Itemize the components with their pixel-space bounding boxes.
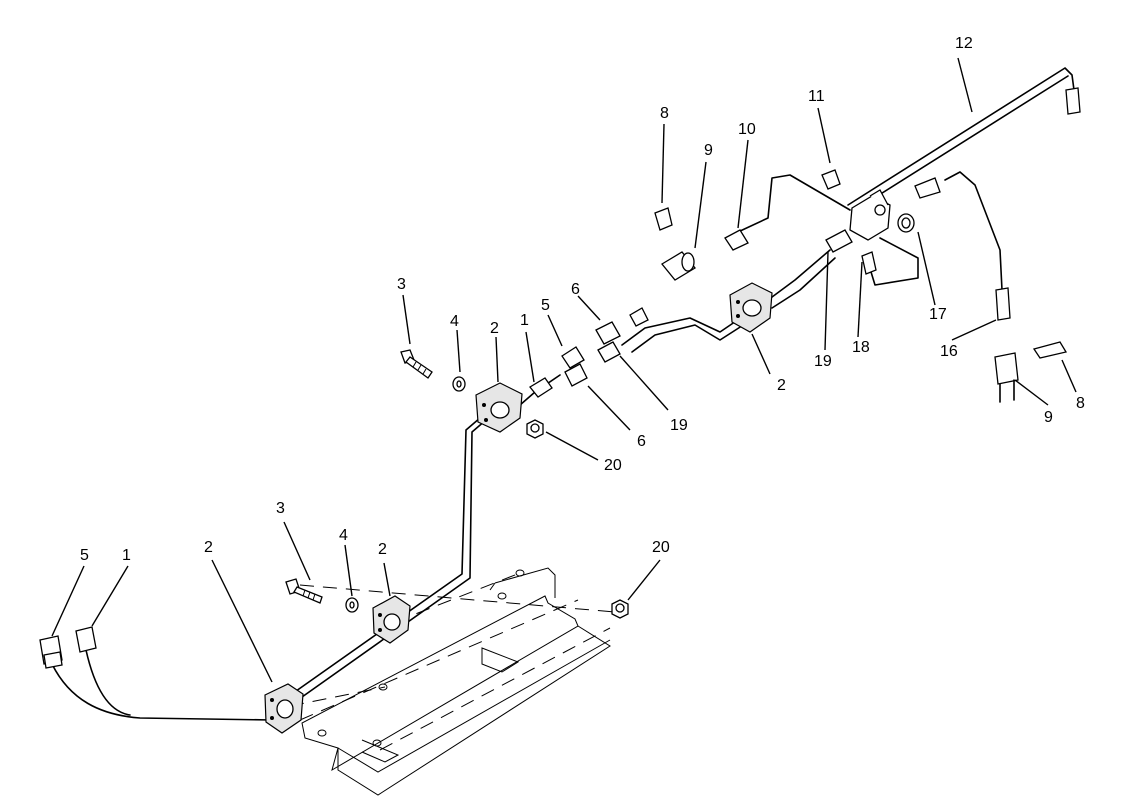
callout-1-upper: 1 bbox=[520, 312, 529, 329]
alignment-lines bbox=[289, 572, 616, 751]
bolt-lower bbox=[285, 578, 323, 604]
tube-clip-middle bbox=[372, 595, 411, 644]
callout-3-upper: 3 bbox=[397, 276, 406, 293]
bolt-upper bbox=[400, 349, 433, 379]
tube-nut-left-2 bbox=[75, 626, 97, 653]
callout-19-right: 19 bbox=[814, 353, 832, 370]
callout-10: 10 bbox=[738, 121, 756, 138]
callout-2-upper-right: 2 bbox=[777, 377, 786, 394]
callout-20-lower: 20 bbox=[652, 539, 670, 556]
fitting-union-upper bbox=[529, 307, 649, 398]
callout-8-upper: 8 bbox=[660, 105, 669, 122]
callout-1-lower: 1 bbox=[122, 547, 131, 564]
washer-upper bbox=[452, 376, 466, 392]
nut-upper bbox=[526, 419, 544, 439]
fitting-16 bbox=[995, 287, 1011, 321]
mounting-bracket bbox=[301, 567, 611, 796]
hose-right bbox=[994, 341, 1068, 403]
tube-clip-upper-left bbox=[475, 382, 523, 433]
callout-16: 16 bbox=[940, 343, 958, 360]
junction-block bbox=[821, 169, 941, 275]
callout-2-upper-left: 2 bbox=[490, 320, 499, 337]
callout-5-upper: 5 bbox=[541, 297, 550, 314]
brake-tubes bbox=[51, 67, 1075, 721]
tube-clip-lower bbox=[264, 683, 304, 734]
callout-3-lower: 3 bbox=[276, 500, 285, 517]
callout-4-lower: 4 bbox=[339, 527, 348, 544]
callout-8-lower: 8 bbox=[1076, 395, 1085, 412]
callout-11: 11 bbox=[808, 88, 825, 105]
callout-17: 17 bbox=[929, 306, 947, 323]
callout-9-upper: 9 bbox=[704, 142, 713, 159]
tube-nut-left bbox=[39, 635, 63, 669]
callout-19-left: 19 bbox=[670, 417, 688, 434]
callout-6-lower: 6 bbox=[637, 433, 646, 450]
callout-6-upper: 6 bbox=[571, 281, 580, 298]
washer-lower bbox=[345, 597, 359, 613]
nut-lower bbox=[611, 599, 629, 619]
leader-lines bbox=[51, 57, 1077, 683]
callout-2-middle: 2 bbox=[378, 541, 387, 558]
callout-18: 18 bbox=[852, 339, 870, 356]
callout-5-lower: 5 bbox=[80, 547, 89, 564]
callout-2-lower: 2 bbox=[204, 539, 213, 556]
hose-left bbox=[654, 207, 749, 281]
tube-clip-upper-right bbox=[729, 282, 773, 333]
fitting-12 bbox=[1065, 87, 1081, 115]
callout-4-upper: 4 bbox=[450, 313, 459, 330]
callout-20-upper: 20 bbox=[604, 457, 622, 474]
callout-9-lower: 9 bbox=[1044, 409, 1053, 426]
callout-12: 12 bbox=[955, 35, 973, 52]
callout-labels: 12 11 10 9 8 17 18 19 16 9 8 3 4 2 1 5 6… bbox=[80, 35, 1085, 564]
